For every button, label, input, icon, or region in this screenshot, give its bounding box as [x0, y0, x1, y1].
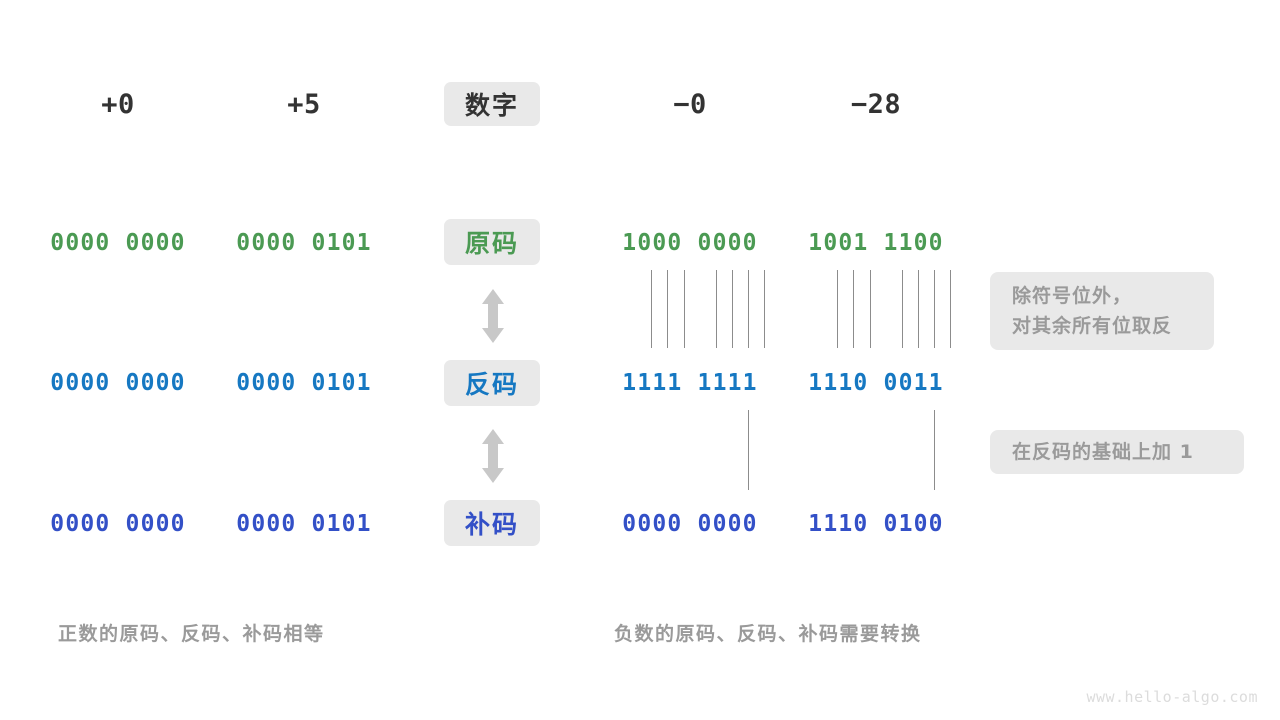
connector-tick — [667, 270, 668, 348]
bits-row-1-col-0: 0000 0000 — [50, 370, 186, 396]
caption-positive: 正数的原码、反码、补码相等 — [58, 623, 325, 645]
row-label-0: 原码 — [444, 219, 540, 265]
connector-tick — [870, 270, 871, 348]
bits-row-0-col-3: 1001 1100 — [808, 230, 944, 256]
connector-tick — [684, 270, 685, 348]
connector-tick — [837, 270, 838, 348]
bits-row-0-col-0: 0000 0000 — [50, 230, 186, 256]
watermark: www.hello-algo.com — [1086, 688, 1258, 706]
note-invert-bits: 除符号位外， 对其余所有位取反 — [990, 272, 1214, 350]
connector-tick — [716, 270, 717, 348]
bits-row-2-col-3: 1110 0100 — [808, 511, 944, 537]
bits-row-2-col-0: 0000 0000 — [50, 511, 186, 537]
connector-tick — [764, 270, 765, 348]
header-column-value-0: +0 — [101, 88, 135, 120]
header-column-value-2: −0 — [673, 88, 707, 120]
header-column-value-1: +5 — [287, 88, 321, 120]
bits-row-0-col-2: 1000 0000 — [622, 230, 758, 256]
connector-tick — [950, 270, 951, 348]
note-add-one-line-0: 在反码的基础上加 1 — [1012, 441, 1194, 463]
double-arrow-icon — [478, 428, 508, 488]
note-add-one: 在反码的基础上加 1 — [990, 430, 1244, 474]
note-invert-bits-line-0: 除符号位外， — [1012, 285, 1133, 307]
connector-tick — [732, 270, 733, 348]
bits-row-2-col-2: 0000 0000 — [622, 511, 758, 537]
bits-row-1-col-3: 1110 0011 — [808, 370, 944, 396]
connector-tick — [651, 270, 652, 348]
header-column-value-3: −28 — [850, 88, 902, 120]
bits-row-1-col-2: 1111 1111 — [622, 370, 758, 396]
connector-tick — [902, 270, 903, 348]
row-label-1: 反码 — [444, 360, 540, 406]
row-label-2: 补码 — [444, 500, 540, 546]
bits-row-0-col-1: 0000 0101 — [236, 230, 372, 256]
connector-tick — [934, 410, 935, 490]
header-row-label: 数字 — [444, 82, 540, 126]
connector-tick — [748, 270, 749, 348]
double-arrow-icon — [478, 288, 508, 348]
caption-negative: 负数的原码、反码、补码需要转换 — [614, 623, 922, 645]
note-invert-bits-line-1: 对其余所有位取反 — [1012, 315, 1173, 337]
bits-row-2-col-1: 0000 0101 — [236, 511, 372, 537]
connector-tick — [918, 270, 919, 348]
connector-tick — [853, 270, 854, 348]
connector-tick — [934, 270, 935, 348]
connector-tick — [748, 410, 749, 490]
bits-row-1-col-1: 0000 0101 — [236, 370, 372, 396]
